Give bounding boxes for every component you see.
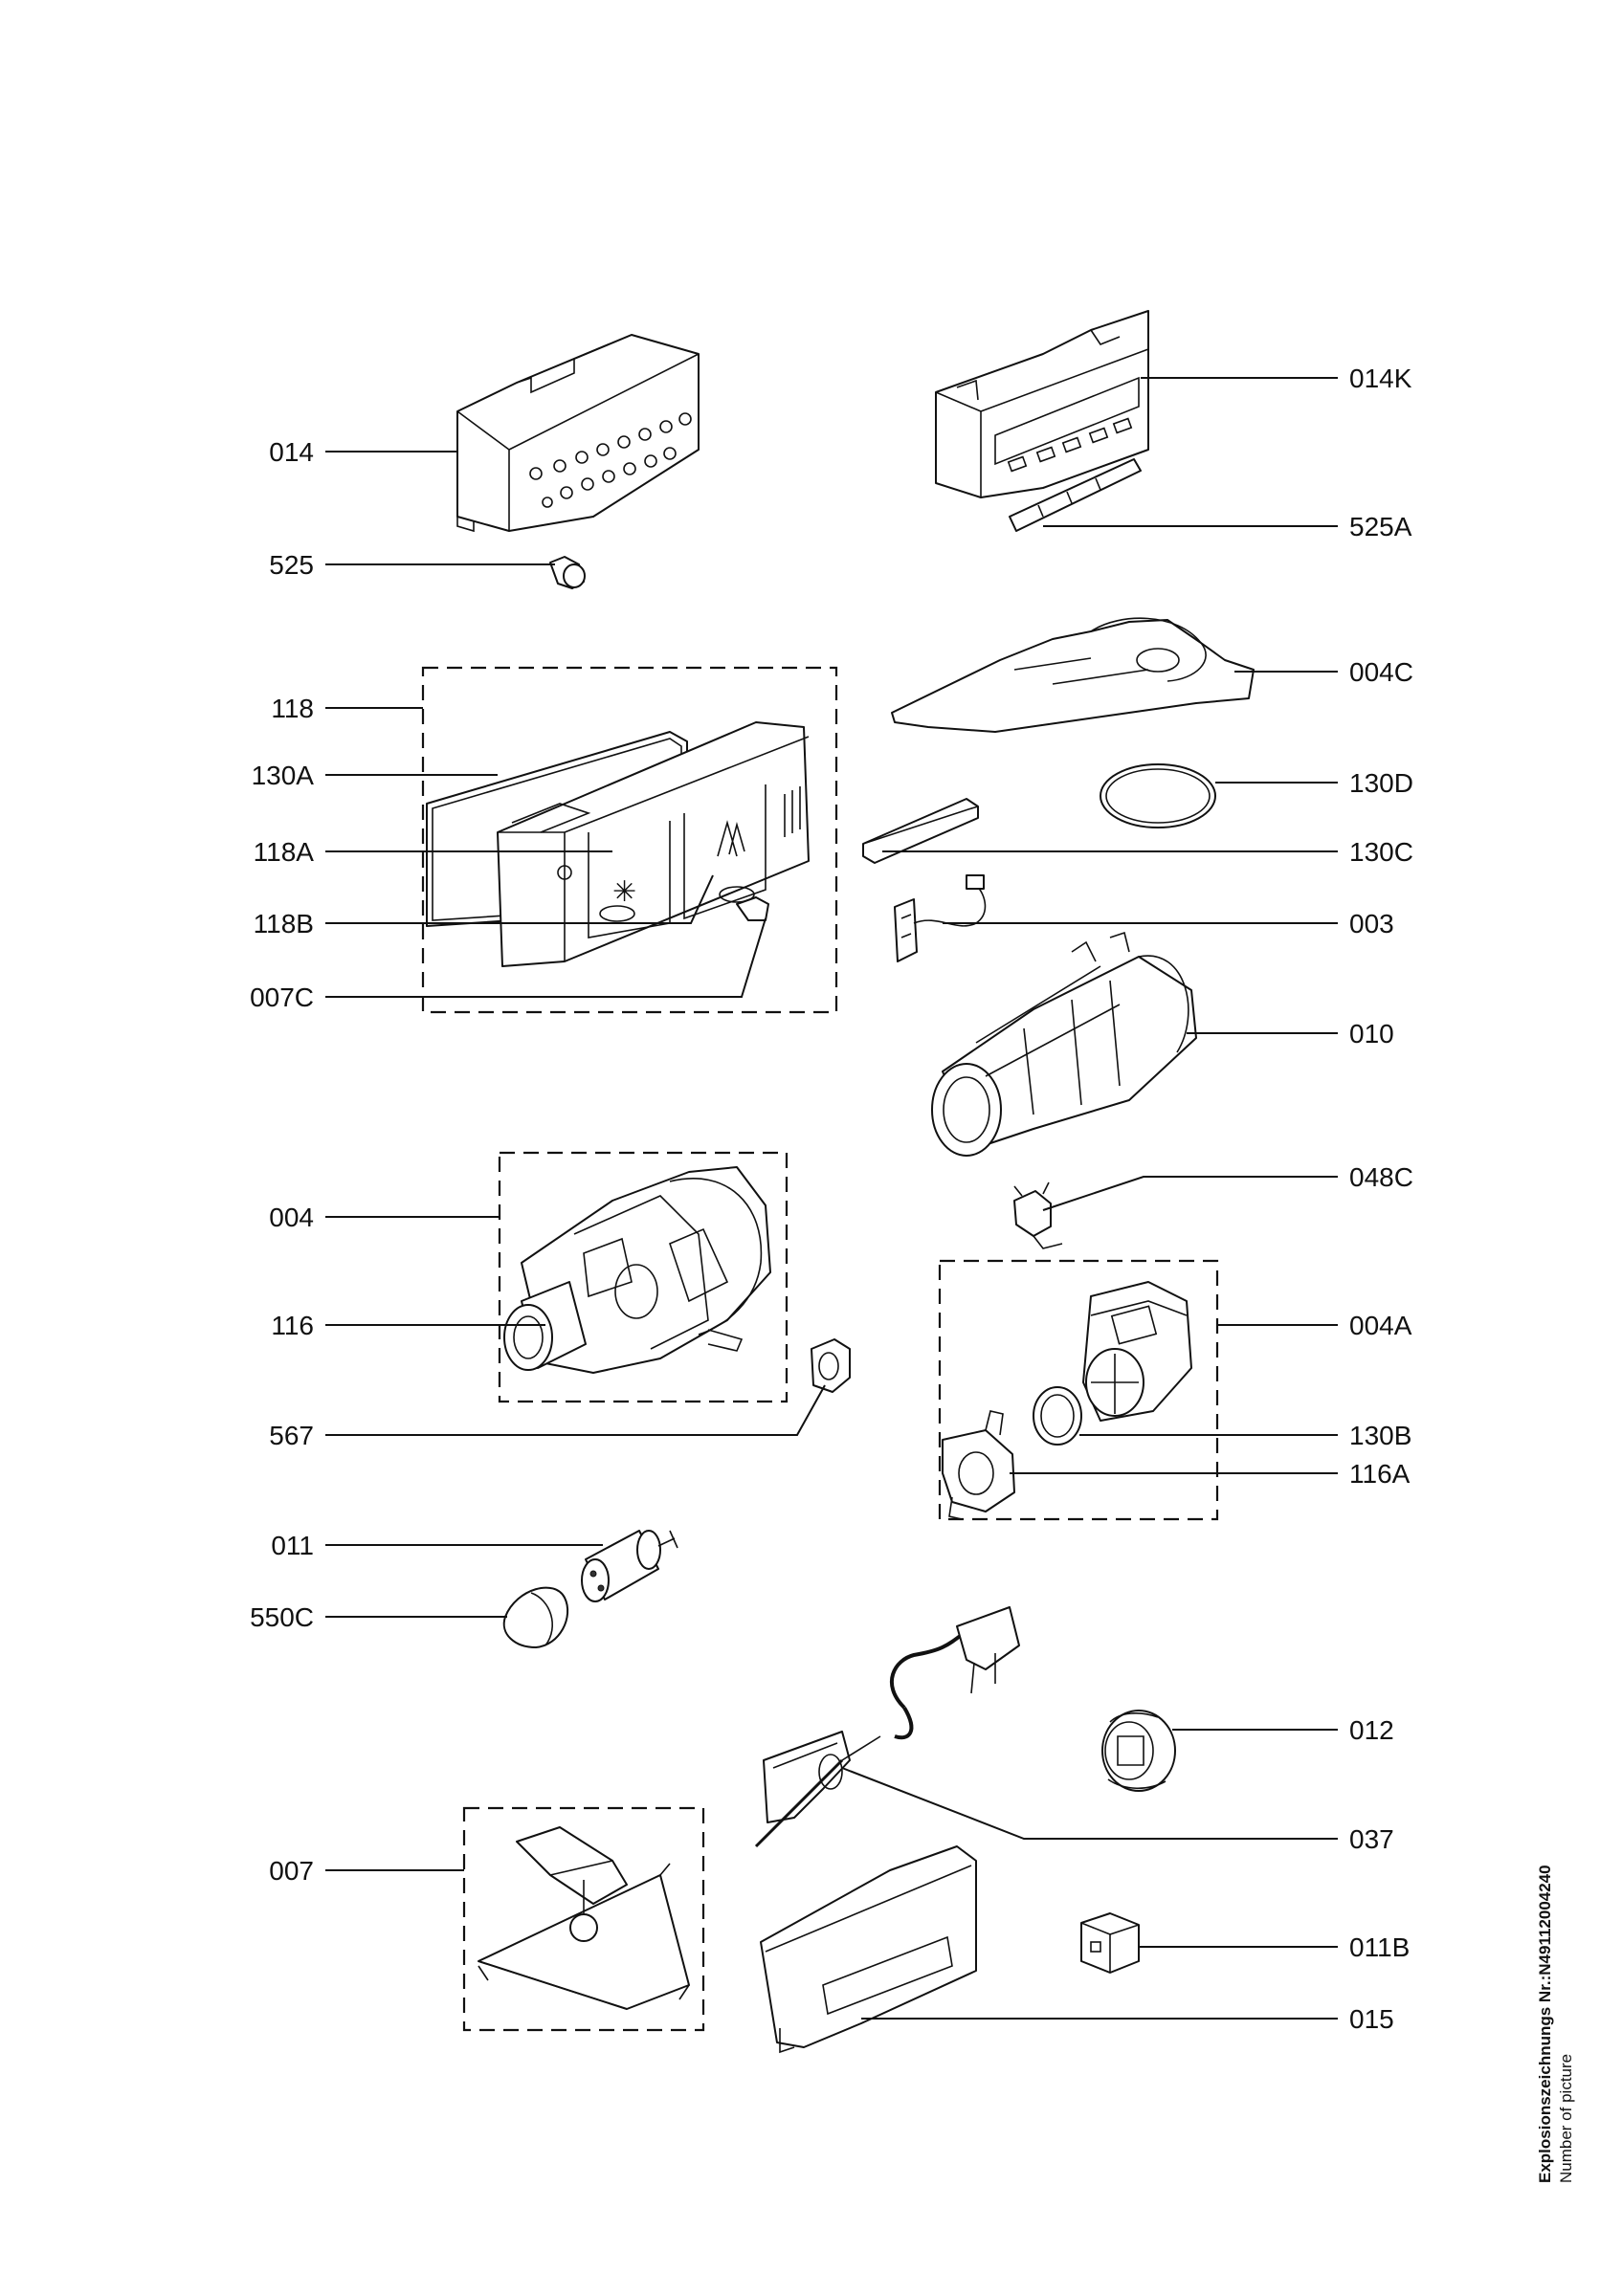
- label-118A: 118A: [254, 837, 315, 867]
- label-007C: 007C: [250, 982, 314, 1012]
- label-116: 116: [271, 1311, 314, 1340]
- label-048C: 048C: [1349, 1162, 1413, 1192]
- label-130B: 130B: [1349, 1421, 1411, 1450]
- part-116A-pump-housing: [942, 1410, 1015, 1520]
- part-011-capacitor: [581, 1530, 678, 1602]
- picture-caption: Number of picture: [1557, 2054, 1575, 2183]
- label-007: 007: [269, 1856, 314, 1886]
- label-003: 003: [1349, 909, 1394, 938]
- label-525A: 525A: [1349, 512, 1412, 541]
- part-130C-gasket: [862, 798, 979, 864]
- part-118-dispenser: ✳: [426, 721, 810, 967]
- label-116A: 116A: [1349, 1459, 1411, 1489]
- right-labels: 014K 525A 004C 130D 130C 003 010 048C 00…: [1349, 364, 1413, 2034]
- part-116-pump-inlet: [503, 1281, 587, 1371]
- part-007C-clip: [736, 896, 769, 921]
- part-012-knob: [1101, 1710, 1176, 1792]
- part-004-circulation-pump: [521, 1166, 771, 1374]
- group-box-118: [421, 666, 838, 1014]
- leader-lines: [325, 377, 1338, 2020]
- label-014: 014: [269, 437, 314, 467]
- left-labels: 014 525 118 130A 118A 118B 007C 004 116 …: [250, 437, 314, 1886]
- label-130A: 130A: [252, 761, 315, 790]
- part-004A-drain-pump: [1082, 1281, 1192, 1422]
- label-015: 015: [1349, 2004, 1394, 2034]
- part-550C-cap: [502, 1586, 569, 1648]
- label-004A: 004A: [1349, 1311, 1412, 1340]
- part-015-cover: [760, 1845, 977, 2054]
- label-525: 525: [269, 550, 314, 580]
- group-box-004A: [938, 1259, 1219, 1521]
- label-010: 010: [1349, 1019, 1394, 1049]
- label-130D: 130D: [1349, 768, 1413, 798]
- part-048C-thermostat: [1013, 1181, 1063, 1249]
- label-130C: 130C: [1349, 837, 1413, 867]
- drawing-number: Explosionszeichnungs Nr.:N49112004240: [1536, 1865, 1554, 2183]
- part-007-spray-arm: [478, 1826, 690, 2010]
- group-box-007: [462, 1806, 705, 2032]
- part-525A-button-bar: [1009, 458, 1142, 532]
- label-550C: 550C: [250, 1602, 314, 1632]
- part-003-sensor: [894, 874, 987, 962]
- part-011B-relay: [1080, 1912, 1140, 1974]
- label-037: 037: [1349, 1824, 1394, 1854]
- part-525-knob: [549, 556, 586, 589]
- label-014K: 014K: [1349, 364, 1412, 393]
- group-box-004: [498, 1151, 789, 1403]
- part-014-control-module: [456, 334, 700, 533]
- part-004C-cover: [891, 617, 1255, 733]
- label-004C: 004C: [1349, 657, 1413, 687]
- part-power-cord: [889, 1606, 1020, 1740]
- label-567: 567: [269, 1421, 314, 1450]
- part-014K-panel-frame: [935, 310, 1149, 498]
- part-130D-ring: [1100, 763, 1216, 828]
- part-037-door-switch: [754, 1731, 881, 1848]
- label-118B: 118B: [254, 909, 314, 938]
- label-011: 011: [271, 1531, 314, 1560]
- side-caption: Explosionszeichnungs Nr.:N49112004240 Nu…: [1536, 1865, 1575, 2183]
- svg-text:✳: ✳: [612, 876, 636, 908]
- part-567-clamp: [811, 1338, 851, 1393]
- label-012: 012: [1349, 1715, 1394, 1745]
- label-011B: 011B: [1349, 1932, 1410, 1962]
- part-010-heater: [931, 931, 1197, 1157]
- label-118: 118: [271, 694, 314, 723]
- label-004: 004: [269, 1203, 314, 1232]
